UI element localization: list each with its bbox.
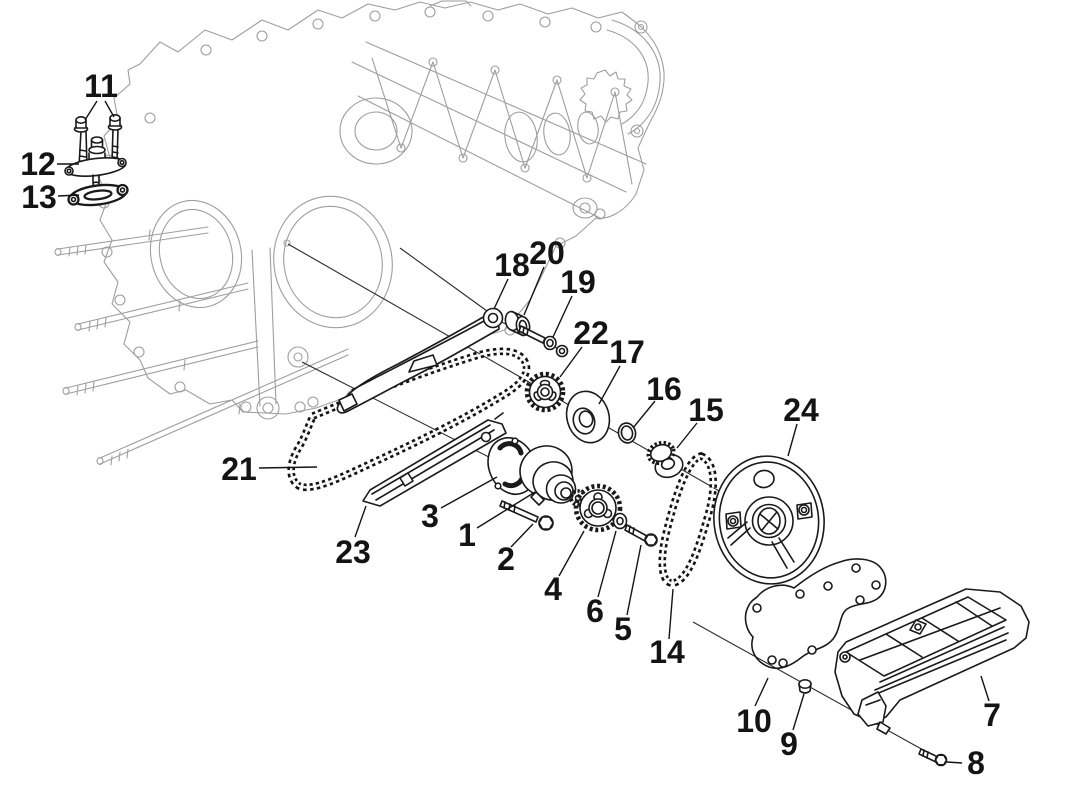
callout-number-6: 6 [586, 593, 604, 629]
callout-number-12: 12 [20, 146, 56, 182]
part-22-sprocket [524, 371, 566, 413]
callout-number-17: 17 [609, 334, 645, 370]
callout-leader-1 [476, 491, 536, 529]
callout-leader-13 [57, 194, 80, 197]
callout-number-10: 10 [736, 703, 772, 739]
callout-leader-3 [440, 476, 498, 509]
callout-leader-17 [598, 365, 621, 405]
callout-leader-10 [754, 677, 769, 707]
part-4-pump-sprocket [573, 483, 623, 533]
callout-leader-6 [597, 530, 617, 598]
part-24-cover-disc [713, 455, 825, 585]
callout-number-4: 4 [544, 571, 562, 607]
callout-number-16: 16 [646, 371, 682, 407]
callout-number-15: 15 [688, 392, 724, 428]
part-12-support [64, 136, 127, 187]
part-7-oil-strainer [834, 588, 1030, 735]
callout-leader-20 [523, 266, 545, 316]
case-bolt-bosses [98, 6, 606, 413]
part-9-grommet [798, 678, 812, 694]
callout-leader-5 [626, 544, 642, 616]
callout-number-18: 18 [494, 247, 530, 283]
callout-leader-24 [787, 423, 798, 457]
callout-number-22: 22 [573, 315, 609, 351]
callout-leader-11 [84, 100, 98, 121]
callout-leader-21 [258, 466, 318, 469]
part-18-tensioner-arm [336, 307, 504, 414]
callout-number-21: 21 [221, 451, 257, 487]
callout-leader-22 [559, 346, 583, 378]
callout-leader-23 [354, 505, 367, 538]
part-23-chain-guide [362, 412, 507, 507]
part-15-drive-sprocket [646, 440, 684, 479]
callout-number-13: 13 [21, 179, 57, 215]
callout-number-5: 5 [614, 611, 632, 647]
callout-number-11: 11 [84, 68, 118, 104]
callout-leader-7 [980, 675, 990, 702]
callout-number-7: 7 [983, 697, 1001, 733]
callout-number-23: 23 [335, 534, 371, 570]
engine-crankcase-drawing [54, 0, 665, 466]
callout-leader-15 [676, 422, 698, 449]
callout-leader-9 [792, 693, 805, 731]
callout-number-20: 20 [529, 235, 565, 271]
callout-leader-11 [104, 100, 115, 118]
callout-number-9: 9 [780, 726, 798, 762]
callout-leader-14 [668, 588, 674, 640]
part-1-oil-pump [519, 445, 588, 507]
callout-leader-4 [558, 530, 585, 577]
callout-leader-19 [552, 295, 573, 338]
part-19-bolt [518, 325, 569, 358]
part-6-washer [612, 512, 628, 530]
part-13-gasket [67, 183, 129, 207]
cylinder-studs [54, 226, 349, 466]
part-8-bolt [918, 748, 948, 767]
callout-leader-18 [493, 278, 509, 310]
callout-number-8: 8 [967, 745, 985, 781]
callout-number-3: 3 [421, 498, 439, 534]
part-5-bolt [624, 524, 658, 547]
callout-number-24: 24 [783, 392, 819, 428]
part-21-chain [287, 347, 531, 492]
callout-leader-8 [946, 761, 963, 764]
part-17-washer-disc [565, 390, 611, 444]
callout-leader-2 [510, 523, 534, 548]
callout-number-2: 2 [497, 541, 515, 577]
callout-number-19: 19 [560, 264, 596, 300]
part-11-bolts [73, 114, 123, 167]
part-10-gasket [744, 558, 887, 670]
callout-leader-16 [632, 400, 656, 429]
part-14-pump-chain [658, 452, 718, 587]
part-16-o-ring [617, 422, 637, 444]
callout-number-14: 14 [649, 634, 685, 670]
callout-number-1: 1 [458, 517, 476, 553]
part-2-bolt [499, 500, 554, 531]
